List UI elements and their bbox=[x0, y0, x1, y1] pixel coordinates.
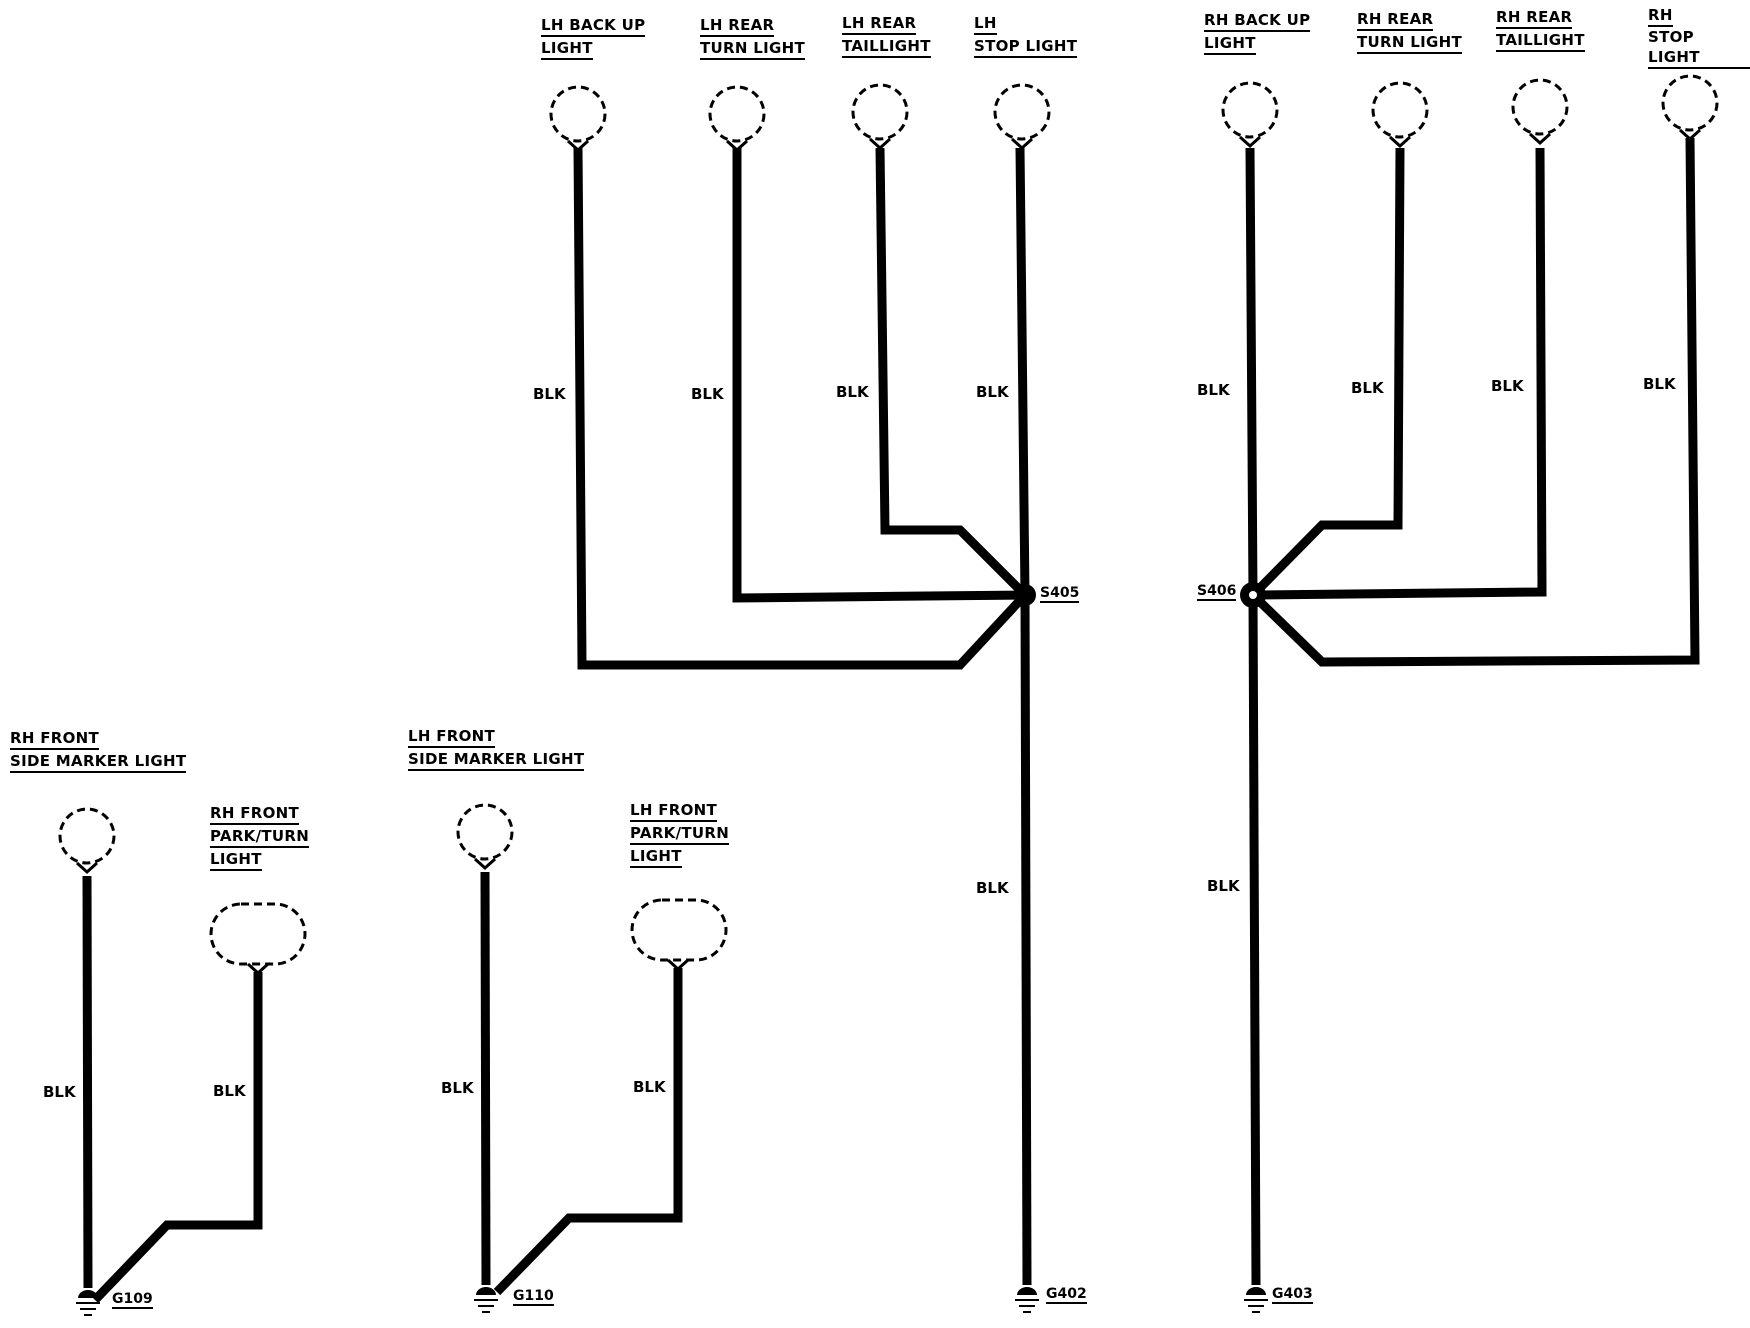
wire-color-label: BLK bbox=[633, 1078, 666, 1096]
wire-color-label: BLK bbox=[836, 383, 869, 401]
label-rh-rear-taillight: RH REAR TAILLIGHT bbox=[1496, 6, 1585, 52]
label-line: PARK/TURN bbox=[210, 826, 310, 848]
label-line: TAILLIGHT bbox=[842, 36, 931, 58]
label-line: LH REAR bbox=[842, 13, 917, 35]
label-line: SIDE MARKER LIGHT bbox=[10, 751, 187, 773]
bulb-icon bbox=[851, 83, 909, 151]
label-line: LH FRONT bbox=[408, 726, 496, 748]
wire-color-label: BLK bbox=[691, 385, 724, 403]
label-line: LIGHT bbox=[210, 849, 262, 871]
splice-s406-center bbox=[1249, 591, 1257, 599]
label-line: RH REAR bbox=[1496, 7, 1573, 29]
bulb-icon bbox=[1511, 78, 1569, 146]
bulb-icon bbox=[993, 83, 1051, 151]
bulb-icon bbox=[1221, 81, 1279, 149]
wire-color-label: BLK bbox=[1197, 381, 1230, 399]
label-line: TURN LIGHT bbox=[700, 38, 805, 60]
wire-lh-rear-taillight bbox=[875, 147, 1029, 599]
label-line: STOP LIGHT bbox=[1648, 27, 1750, 69]
label-line: RH REAR bbox=[1357, 9, 1434, 31]
bulb-icon bbox=[209, 902, 307, 976]
ground-label-g403: G403 bbox=[1272, 1286, 1313, 1304]
label-rh-stop-light: RH STOP LIGHT bbox=[1648, 4, 1750, 69]
wire-color-label: BLK bbox=[1491, 377, 1524, 395]
wire-s406-g403 bbox=[1248, 594, 1261, 1286]
label-line: PARK/TURN bbox=[630, 823, 730, 845]
label-line: LH REAR bbox=[700, 15, 775, 37]
wire-lh-front-side-marker bbox=[480, 871, 491, 1286]
label-line: LIGHT bbox=[541, 38, 593, 60]
wire-color-label: BLK bbox=[1351, 379, 1384, 397]
wire-lh-front-park-turn bbox=[493, 968, 683, 1296]
wire-color-label: BLK bbox=[441, 1079, 474, 1097]
wire-rh-back-up bbox=[1245, 147, 1258, 596]
label-lh-front-side-marker-light: LH FRONT SIDE MARKER LIGHT bbox=[408, 725, 585, 771]
label-line: LIGHT bbox=[630, 846, 682, 868]
label-line: LH bbox=[974, 13, 997, 35]
label-lh-front-park-turn-light: LH FRONT PARK/TURN LIGHT bbox=[630, 799, 730, 868]
label-line: LH BACK UP bbox=[541, 15, 646, 37]
wire-rh-stop bbox=[1249, 137, 1700, 667]
bulb-icon bbox=[630, 898, 728, 972]
label-line: RH BACK UP bbox=[1204, 10, 1311, 32]
label-line: RH FRONT bbox=[210, 803, 300, 825]
splice-label-s405: S405 bbox=[1040, 585, 1080, 603]
wire-color-label: BLK bbox=[43, 1083, 76, 1101]
wire-lh-rear-turn bbox=[732, 148, 1026, 603]
label-line: TAILLIGHT bbox=[1496, 30, 1585, 52]
wire-lh-back-up bbox=[573, 147, 1029, 670]
label-line: STOP LIGHT bbox=[974, 36, 1078, 58]
label-lh-rear-taillight: LH REAR TAILLIGHT bbox=[842, 12, 931, 58]
ground-label-g402: G402 bbox=[1046, 1286, 1087, 1304]
wire-color-label: BLK bbox=[1643, 375, 1676, 393]
wire-rh-front-park-turn bbox=[91, 972, 263, 1304]
bulb-icon bbox=[708, 85, 766, 153]
label-rh-front-side-marker-light: RH FRONT SIDE MARKER LIGHT bbox=[10, 727, 187, 773]
wire-rh-rear-taillight bbox=[1252, 147, 1547, 600]
ground-icon bbox=[76, 1290, 100, 1316]
ground-icon bbox=[474, 1287, 498, 1313]
wire-color-label: BLK bbox=[976, 383, 1009, 401]
wire-color-label: BLK bbox=[976, 879, 1009, 897]
label-rh-back-up-light: RH BACK UP LIGHT bbox=[1204, 9, 1311, 55]
splice-label-s406: S406 bbox=[1197, 583, 1237, 601]
label-line: RH bbox=[1648, 5, 1673, 27]
bulb-icon bbox=[1661, 74, 1719, 142]
label-line: LH FRONT bbox=[630, 800, 718, 822]
splice-s405-dot bbox=[1014, 584, 1036, 606]
label-lh-stop-light: LH STOP LIGHT bbox=[974, 12, 1078, 58]
label-lh-back-up-light: LH BACK UP LIGHT bbox=[541, 14, 646, 60]
ground-label-g109: G109 bbox=[112, 1291, 153, 1309]
wire-color-label: BLK bbox=[213, 1082, 246, 1100]
bulb-icon bbox=[58, 807, 116, 875]
wire-s405-g402 bbox=[1020, 594, 1032, 1286]
wire-color-label: BLK bbox=[1207, 877, 1240, 895]
label-rh-front-park-turn-light: RH FRONT PARK/TURN LIGHT bbox=[210, 802, 310, 871]
ground-icon bbox=[1244, 1287, 1268, 1313]
label-line: TURN LIGHT bbox=[1357, 32, 1462, 54]
wire-color-label: BLK bbox=[533, 385, 566, 403]
bulb-icon bbox=[456, 803, 514, 871]
bulb-icon bbox=[1371, 81, 1429, 149]
label-rh-rear-turn-light: RH REAR TURN LIGHT bbox=[1357, 8, 1462, 54]
bulb-icon bbox=[549, 85, 607, 153]
wire-rh-front-side-marker bbox=[82, 875, 93, 1289]
label-line: RH FRONT bbox=[10, 728, 100, 750]
wire-lh-stop bbox=[1015, 147, 1030, 596]
label-line: LIGHT bbox=[1204, 33, 1256, 55]
label-lh-rear-turn-light: LH REAR TURN LIGHT bbox=[700, 14, 805, 60]
label-line: SIDE MARKER LIGHT bbox=[408, 749, 585, 771]
ground-icon bbox=[1015, 1287, 1039, 1313]
wire-rh-rear-turn bbox=[1249, 147, 1405, 599]
ground-label-g110: G110 bbox=[513, 1288, 554, 1306]
